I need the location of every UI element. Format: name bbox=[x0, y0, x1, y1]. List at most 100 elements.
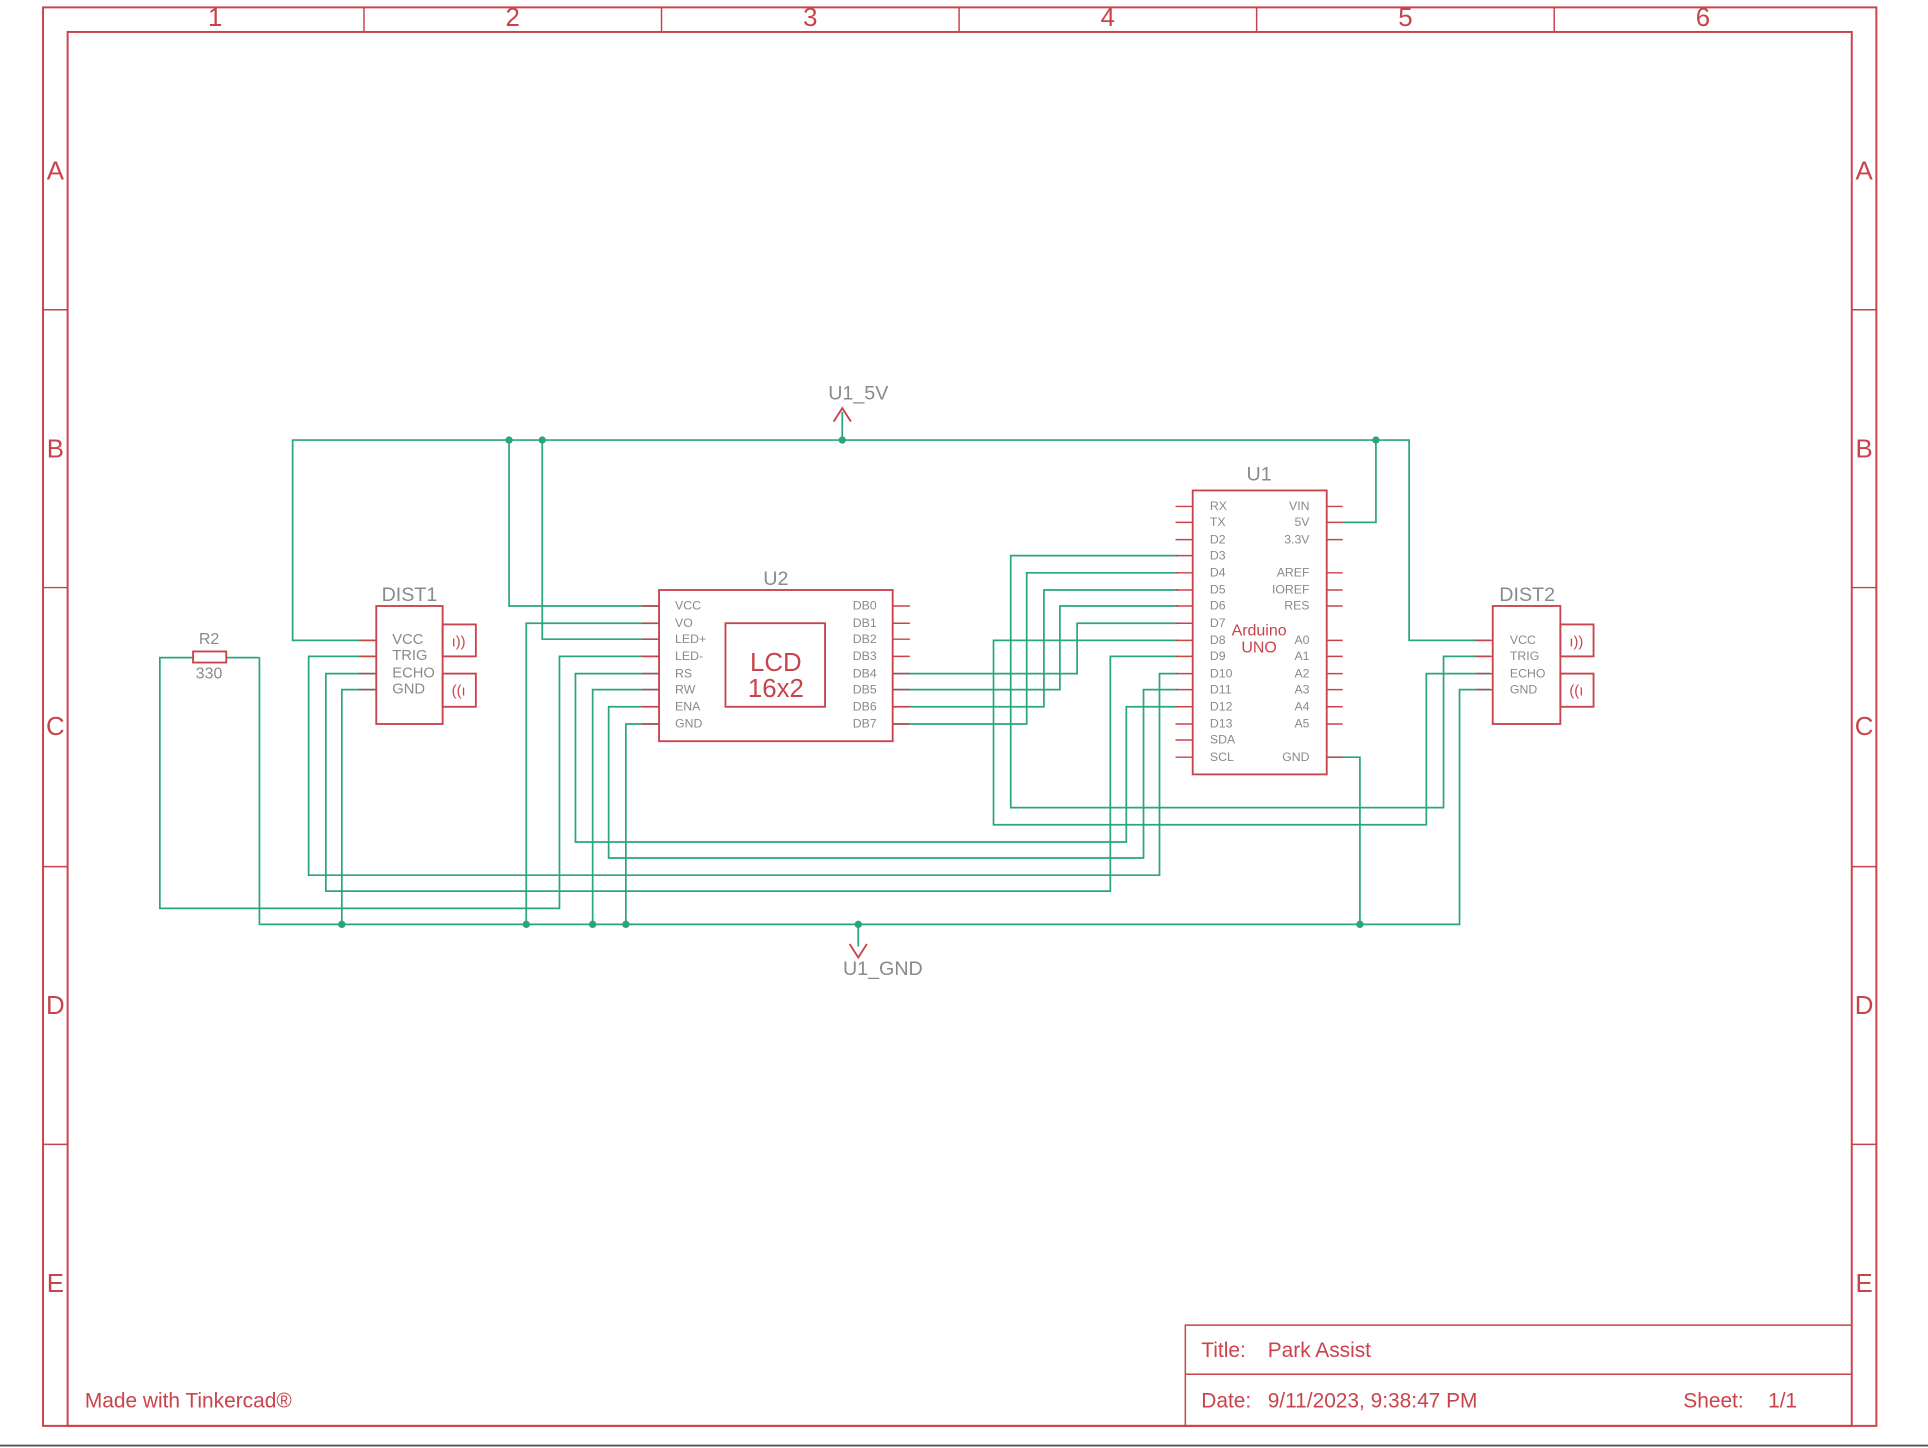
wire-5v-rail bbox=[291, 439, 1491, 642]
net-label-5v: U1_5V bbox=[828, 382, 889, 404]
sheet-frame bbox=[0, 6, 1928, 1447]
pin-label: RX bbox=[1210, 499, 1227, 513]
row-label: C bbox=[1855, 713, 1874, 741]
sensor-dist1: ı)) ((ı DIST1 VCC TRIG ECHO GND bbox=[359, 584, 477, 725]
wire-5v-arduino bbox=[1342, 440, 1377, 524]
pin-label: DB6 bbox=[853, 699, 877, 713]
pin-label: A1 bbox=[1294, 649, 1309, 663]
pin-label: RW bbox=[675, 682, 696, 696]
row-label: D bbox=[1855, 992, 1874, 1020]
row-label: E bbox=[47, 1270, 64, 1298]
wire-gnd-arduino bbox=[1327, 756, 1361, 925]
pin-label: RS bbox=[675, 666, 692, 680]
pin-label: A5 bbox=[1294, 717, 1309, 731]
title-block: Title: Park Assist Date: 9/11/2023, 9:38… bbox=[1184, 1324, 1852, 1426]
pin-label: D7 bbox=[1210, 616, 1226, 630]
lcd-label-2: 16x2 bbox=[748, 675, 804, 703]
wave-in-icon: ((ı bbox=[1569, 684, 1583, 700]
pin-label: GND bbox=[1282, 750, 1309, 764]
pin-label: VCC bbox=[1510, 633, 1536, 647]
wire-lcd-ena bbox=[607, 688, 1178, 859]
arduino-body bbox=[1191, 489, 1328, 776]
pin-label: D2 bbox=[1210, 532, 1226, 546]
r2-ref: R2 bbox=[199, 631, 220, 648]
lcd-right-pins: DB0 DB1 DB2 DB3 DB4 DB5 DB6 DB7 bbox=[853, 599, 910, 731]
title-value: Park Assist bbox=[1268, 1339, 1371, 1362]
row-label: A bbox=[47, 157, 65, 185]
pin-label: DB4 bbox=[853, 666, 877, 680]
pin-label: D5 bbox=[1210, 583, 1226, 597]
pin-label: D9 bbox=[1210, 649, 1226, 663]
lcd-screen bbox=[724, 622, 826, 708]
pin-label: ECHO bbox=[392, 665, 435, 681]
junction-dot bbox=[1372, 436, 1380, 444]
pin-label: 5V bbox=[1294, 515, 1310, 529]
wire-lcd-rs bbox=[574, 672, 1178, 843]
pin-label: DB3 bbox=[853, 649, 877, 663]
pin-label: A3 bbox=[1294, 682, 1309, 696]
u2-ref: U2 bbox=[763, 568, 788, 590]
power-symbol-5v: U1_5V bbox=[828, 382, 889, 423]
pin-label: TRIG bbox=[392, 648, 427, 664]
row-label: A bbox=[1855, 157, 1873, 185]
junction-dot bbox=[854, 920, 862, 929]
pin-label: VCC bbox=[675, 599, 701, 613]
column-labels: 1 2 3 4 5 6 bbox=[208, 4, 1710, 32]
pin-label: A2 bbox=[1294, 666, 1309, 680]
row-label: E bbox=[1855, 1270, 1872, 1298]
pin-label: VO bbox=[675, 616, 693, 630]
column-label: 3 bbox=[803, 4, 817, 32]
wire-lcd-vo bbox=[525, 622, 660, 925]
pin-label: IOREF bbox=[1272, 583, 1310, 597]
pin-label: GND bbox=[392, 681, 425, 697]
wire-gnd-rail bbox=[258, 657, 1491, 926]
resistor-r2: R2 330 bbox=[192, 631, 228, 683]
pin-label: D4 bbox=[1210, 565, 1226, 579]
pin-label: ECHO bbox=[1510, 666, 1545, 680]
wire-lcd-rw bbox=[591, 688, 660, 925]
receiver-icon bbox=[441, 672, 477, 708]
pin-label: VCC bbox=[392, 632, 423, 648]
column-label: 4 bbox=[1101, 4, 1115, 32]
pin-label: DB5 bbox=[853, 682, 877, 696]
row-label: D bbox=[46, 992, 65, 1020]
wire-db6 bbox=[892, 589, 1178, 708]
wire-dist1-gnd bbox=[340, 688, 376, 925]
wire-dist2-trig bbox=[1009, 554, 1491, 809]
u1-ref: U1 bbox=[1247, 464, 1272, 486]
pin-label: TRIG bbox=[1510, 649, 1539, 663]
date-value: 9/11/2023, 9:38:47 PM bbox=[1268, 1389, 1478, 1412]
down-arrow-icon bbox=[848, 943, 868, 960]
tinkercad-credit: Made with Tinkercad® bbox=[85, 1389, 292, 1412]
row-label: B bbox=[1855, 435, 1872, 463]
wire-db7 bbox=[892, 571, 1178, 725]
junction-dot bbox=[838, 436, 846, 444]
pin-label: DB7 bbox=[853, 717, 877, 731]
pin-label: SCL bbox=[1210, 750, 1234, 764]
up-arrow-icon bbox=[832, 406, 852, 423]
resistor-body bbox=[192, 650, 228, 664]
pin-label: TX bbox=[1210, 515, 1226, 529]
junction-dot bbox=[588, 920, 597, 929]
pin-label: VIN bbox=[1289, 499, 1309, 513]
pin-label: GND bbox=[1510, 682, 1537, 696]
row-label: C bbox=[46, 713, 65, 741]
wires bbox=[158, 411, 1491, 947]
pin-label: D11 bbox=[1210, 682, 1232, 696]
wire-dist1-trig bbox=[307, 655, 1178, 877]
pin-label: 3.3V bbox=[1284, 532, 1310, 546]
lcd-u2: LCD 16x2 U2 VCC VO LED+ LED- RS RW ENA G… bbox=[641, 568, 910, 743]
arduino-left-pins: RX TX D2 D3 D4 D5 D6 D7 D8 D9 D10 D11 D1… bbox=[1175, 499, 1236, 764]
wire-dist1-echo bbox=[324, 655, 1178, 893]
dist2-ref: DIST2 bbox=[1499, 584, 1555, 606]
wave-out-icon: ı)) bbox=[1569, 635, 1583, 651]
arduino-label-1: Arduino bbox=[1232, 622, 1287, 639]
junctions bbox=[338, 436, 1380, 929]
lcd-label-1: LCD bbox=[750, 649, 802, 677]
junction-dot bbox=[622, 920, 630, 929]
row-labels: A B C D E A B C D E bbox=[46, 157, 1873, 1297]
dist2-body bbox=[1491, 605, 1562, 725]
dist1-ref: DIST1 bbox=[382, 584, 438, 606]
pin-label: D13 bbox=[1210, 717, 1233, 731]
